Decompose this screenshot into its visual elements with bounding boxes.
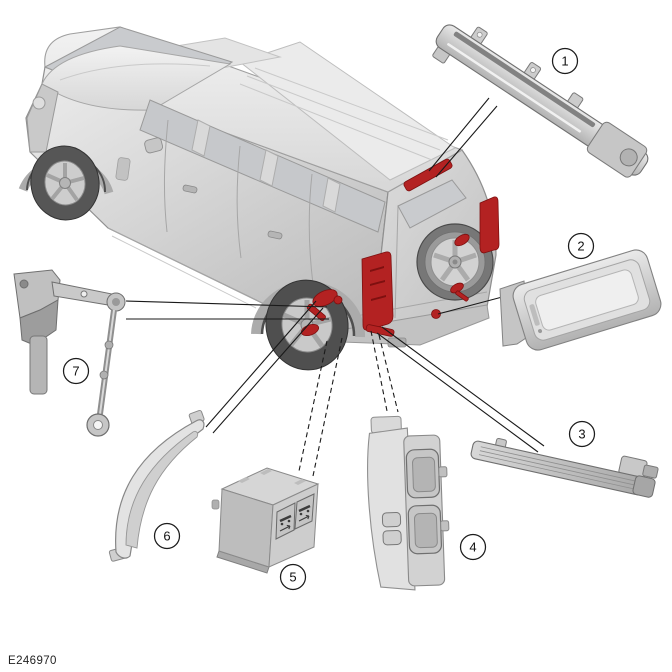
callout-circle (551, 47, 579, 75)
leader-line-part6 (205, 300, 324, 434)
part-6-side-marker-lamp (108, 409, 205, 562)
leader-line-part3 (376, 326, 545, 453)
callout-number: 5 (289, 570, 296, 585)
vehicle-rear-roof-panel (238, 41, 456, 181)
callout-number: 1 (561, 54, 568, 69)
callout-circle (459, 533, 487, 561)
headlamp-hint (32, 96, 46, 110)
door-handle-front (182, 184, 198, 194)
callout-3: 3 (568, 420, 596, 448)
vehicle-illustration (18, 26, 500, 371)
callout-number: 7 (72, 364, 79, 379)
rear-lamp-highlight-small (454, 233, 470, 247)
switch-button-upper (294, 493, 315, 530)
front-wheel (30, 145, 100, 221)
tail-lamp-highlight-left (361, 251, 394, 331)
part-3-rear-reflector (470, 437, 659, 498)
part-4-tail-lamp-assembly (367, 415, 450, 591)
leader-line-part4 (370, 330, 399, 413)
leader-line-part7 (125, 300, 329, 320)
fender-vent (115, 157, 131, 181)
b-pillar (191, 119, 211, 157)
callout-circle (568, 420, 596, 448)
figure-code: E246970 (8, 655, 57, 667)
callout-circle (567, 232, 595, 260)
callout-circle (153, 522, 181, 550)
hood-panel (41, 45, 232, 111)
callout-2: 2 (567, 232, 595, 260)
callout-1: 1 (551, 47, 579, 75)
callout-number: 4 (469, 540, 476, 555)
d-pillar (322, 177, 341, 213)
part-2-license-plate-lamp (499, 249, 662, 351)
callout-circle (279, 563, 307, 591)
callout-5: 5 (279, 563, 307, 591)
leader-line-part1 (428, 97, 498, 178)
spare-wheel (416, 223, 494, 301)
tail-lamp-highlight-right (479, 196, 500, 254)
callout-number: 2 (577, 239, 584, 254)
callout-circle (62, 357, 90, 385)
door-mirror (144, 137, 164, 154)
c-pillar (259, 149, 279, 187)
part-1-high-mounted-stop-lamp (432, 24, 649, 178)
tail-lamp-highlight-detail (370, 266, 386, 301)
callout-6: 6 (153, 522, 181, 550)
tailgate-window (397, 179, 467, 229)
height-sensor-highlight-right (450, 282, 469, 302)
door-handle-rear (267, 230, 283, 240)
switch-button-lower (275, 502, 296, 540)
leader-line-part2 (437, 295, 507, 315)
high-mounted-stop-lamp-highlight (403, 158, 453, 192)
leader-lines (125, 97, 545, 477)
callout-7: 7 (62, 357, 90, 385)
callout-number: 3 (578, 427, 585, 442)
leader-line-part5 (298, 337, 343, 477)
bumper-reflector-highlight (365, 324, 395, 337)
part-7-ride-height-sensor (13, 269, 126, 437)
callout-number: 6 (163, 529, 170, 544)
license-plate-lamp-highlight (431, 309, 441, 319)
highlighted-locations (300, 158, 500, 337)
callout-4: 4 (459, 533, 487, 561)
part-5-switch-pack (211, 467, 320, 574)
